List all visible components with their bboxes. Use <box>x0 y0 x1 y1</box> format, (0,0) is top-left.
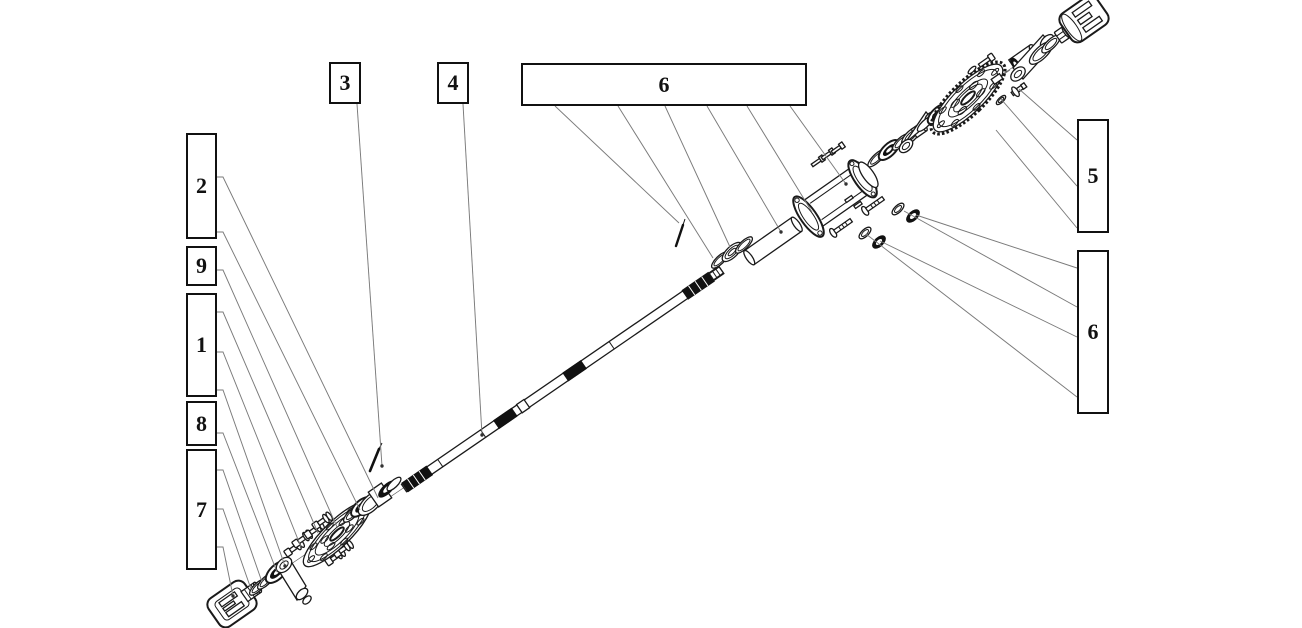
hub-assembly <box>357 476 402 517</box>
callout-box-5: 5 <box>1077 119 1109 233</box>
washer-small-right <box>995 94 1007 106</box>
bearing-housing <box>792 159 879 238</box>
callout-box-8: 8 <box>186 401 217 446</box>
callout-box-4: 4 <box>437 62 469 104</box>
callout-box-2: 2 <box>186 133 217 239</box>
housing-bolts <box>828 195 886 238</box>
callout-label: 1 <box>196 332 207 357</box>
callout-box-3: 3 <box>329 62 361 104</box>
callout-label: 7 <box>196 496 207 522</box>
callout-box-7: 7 <box>186 449 217 570</box>
callout-label: 4 <box>447 70 459 95</box>
sprocket <box>929 60 1007 136</box>
cotter-pin-left <box>368 442 383 473</box>
callout-label: 6 <box>658 71 670 97</box>
axle-shaft <box>400 265 725 493</box>
bolt-set-left <box>283 511 355 567</box>
callout-box-9: 9 <box>186 246 217 286</box>
callout-box-1: 1 <box>186 293 217 397</box>
flanged-stud <box>1010 81 1028 98</box>
washer-large-right <box>1028 34 1061 65</box>
callout-label: 5 <box>1087 163 1099 188</box>
callout-label: 8 <box>196 410 207 436</box>
leader-dots <box>231 182 848 598</box>
cotter-pin-mid <box>674 218 686 248</box>
housing-studs <box>810 141 864 210</box>
retaining-rings <box>710 236 754 269</box>
leader-lines <box>217 88 1078 597</box>
callout-label: 2 <box>196 173 207 198</box>
callout-box-6-top: 6 <box>521 63 807 106</box>
callout-label: 9 <box>196 253 207 278</box>
callout-label: 3 <box>339 70 351 95</box>
spacer-tube <box>743 216 803 266</box>
callout-label: 6 <box>1087 319 1099 344</box>
callout-box-6-right: 6 <box>1077 250 1109 414</box>
end-cap-right <box>1058 0 1110 44</box>
sprocket-fasteners <box>967 52 1004 86</box>
